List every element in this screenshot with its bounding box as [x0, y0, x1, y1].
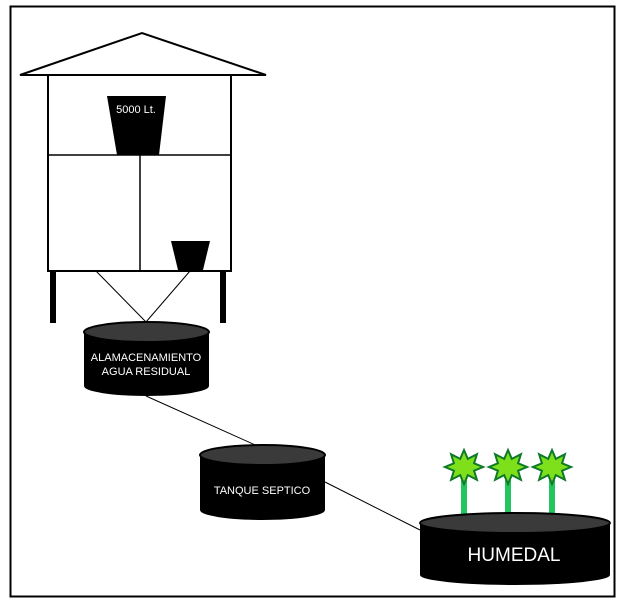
plant-3 [530, 447, 574, 524]
septic-tank-label: TANQUE SEPTICO [214, 485, 311, 497]
wetland-label: HUMEDAL [468, 545, 561, 566]
plant-stem [505, 480, 511, 524]
water-tank-label: 5000 Lt. [116, 104, 156, 116]
septic-tank-top [199, 444, 326, 466]
plant-stem [461, 480, 467, 524]
house-leg-right [220, 271, 226, 323]
pipe-right [145, 270, 191, 323]
pipe-storage-to-septic [145, 395, 263, 449]
plant-flower [486, 447, 530, 487]
plant-stem [549, 480, 555, 524]
wetland-bottom [420, 565, 610, 585]
plant-flower [530, 447, 574, 487]
water-tank-5000: 5000 Lt. [107, 96, 166, 155]
storage-tank: ALAMACENAMIENTO AGUA RESIDUAL [83, 321, 210, 396]
storage-tank-label-line1: ALAMACENAMIENTO [91, 352, 202, 364]
storage-tank-bottom [84, 376, 209, 396]
plant-1 [442, 447, 486, 524]
sink-container [171, 241, 210, 270]
water-tank-shape [107, 96, 166, 155]
storage-tank-label-line2: AGUA RESIDUAL [102, 366, 191, 378]
house-leg-left [50, 271, 56, 323]
wetland: HUMEDAL [419, 512, 611, 585]
plant-flower [442, 447, 486, 487]
septic-tank-bottom [200, 500, 325, 520]
storage-tank-top [83, 321, 210, 343]
wetland-top [419, 512, 611, 534]
plant-2 [486, 447, 530, 524]
septic-tank: TANQUE SEPTICO [199, 444, 326, 520]
pipe-left [95, 270, 147, 323]
pipe-septic-to-wetland [324, 481, 421, 531]
